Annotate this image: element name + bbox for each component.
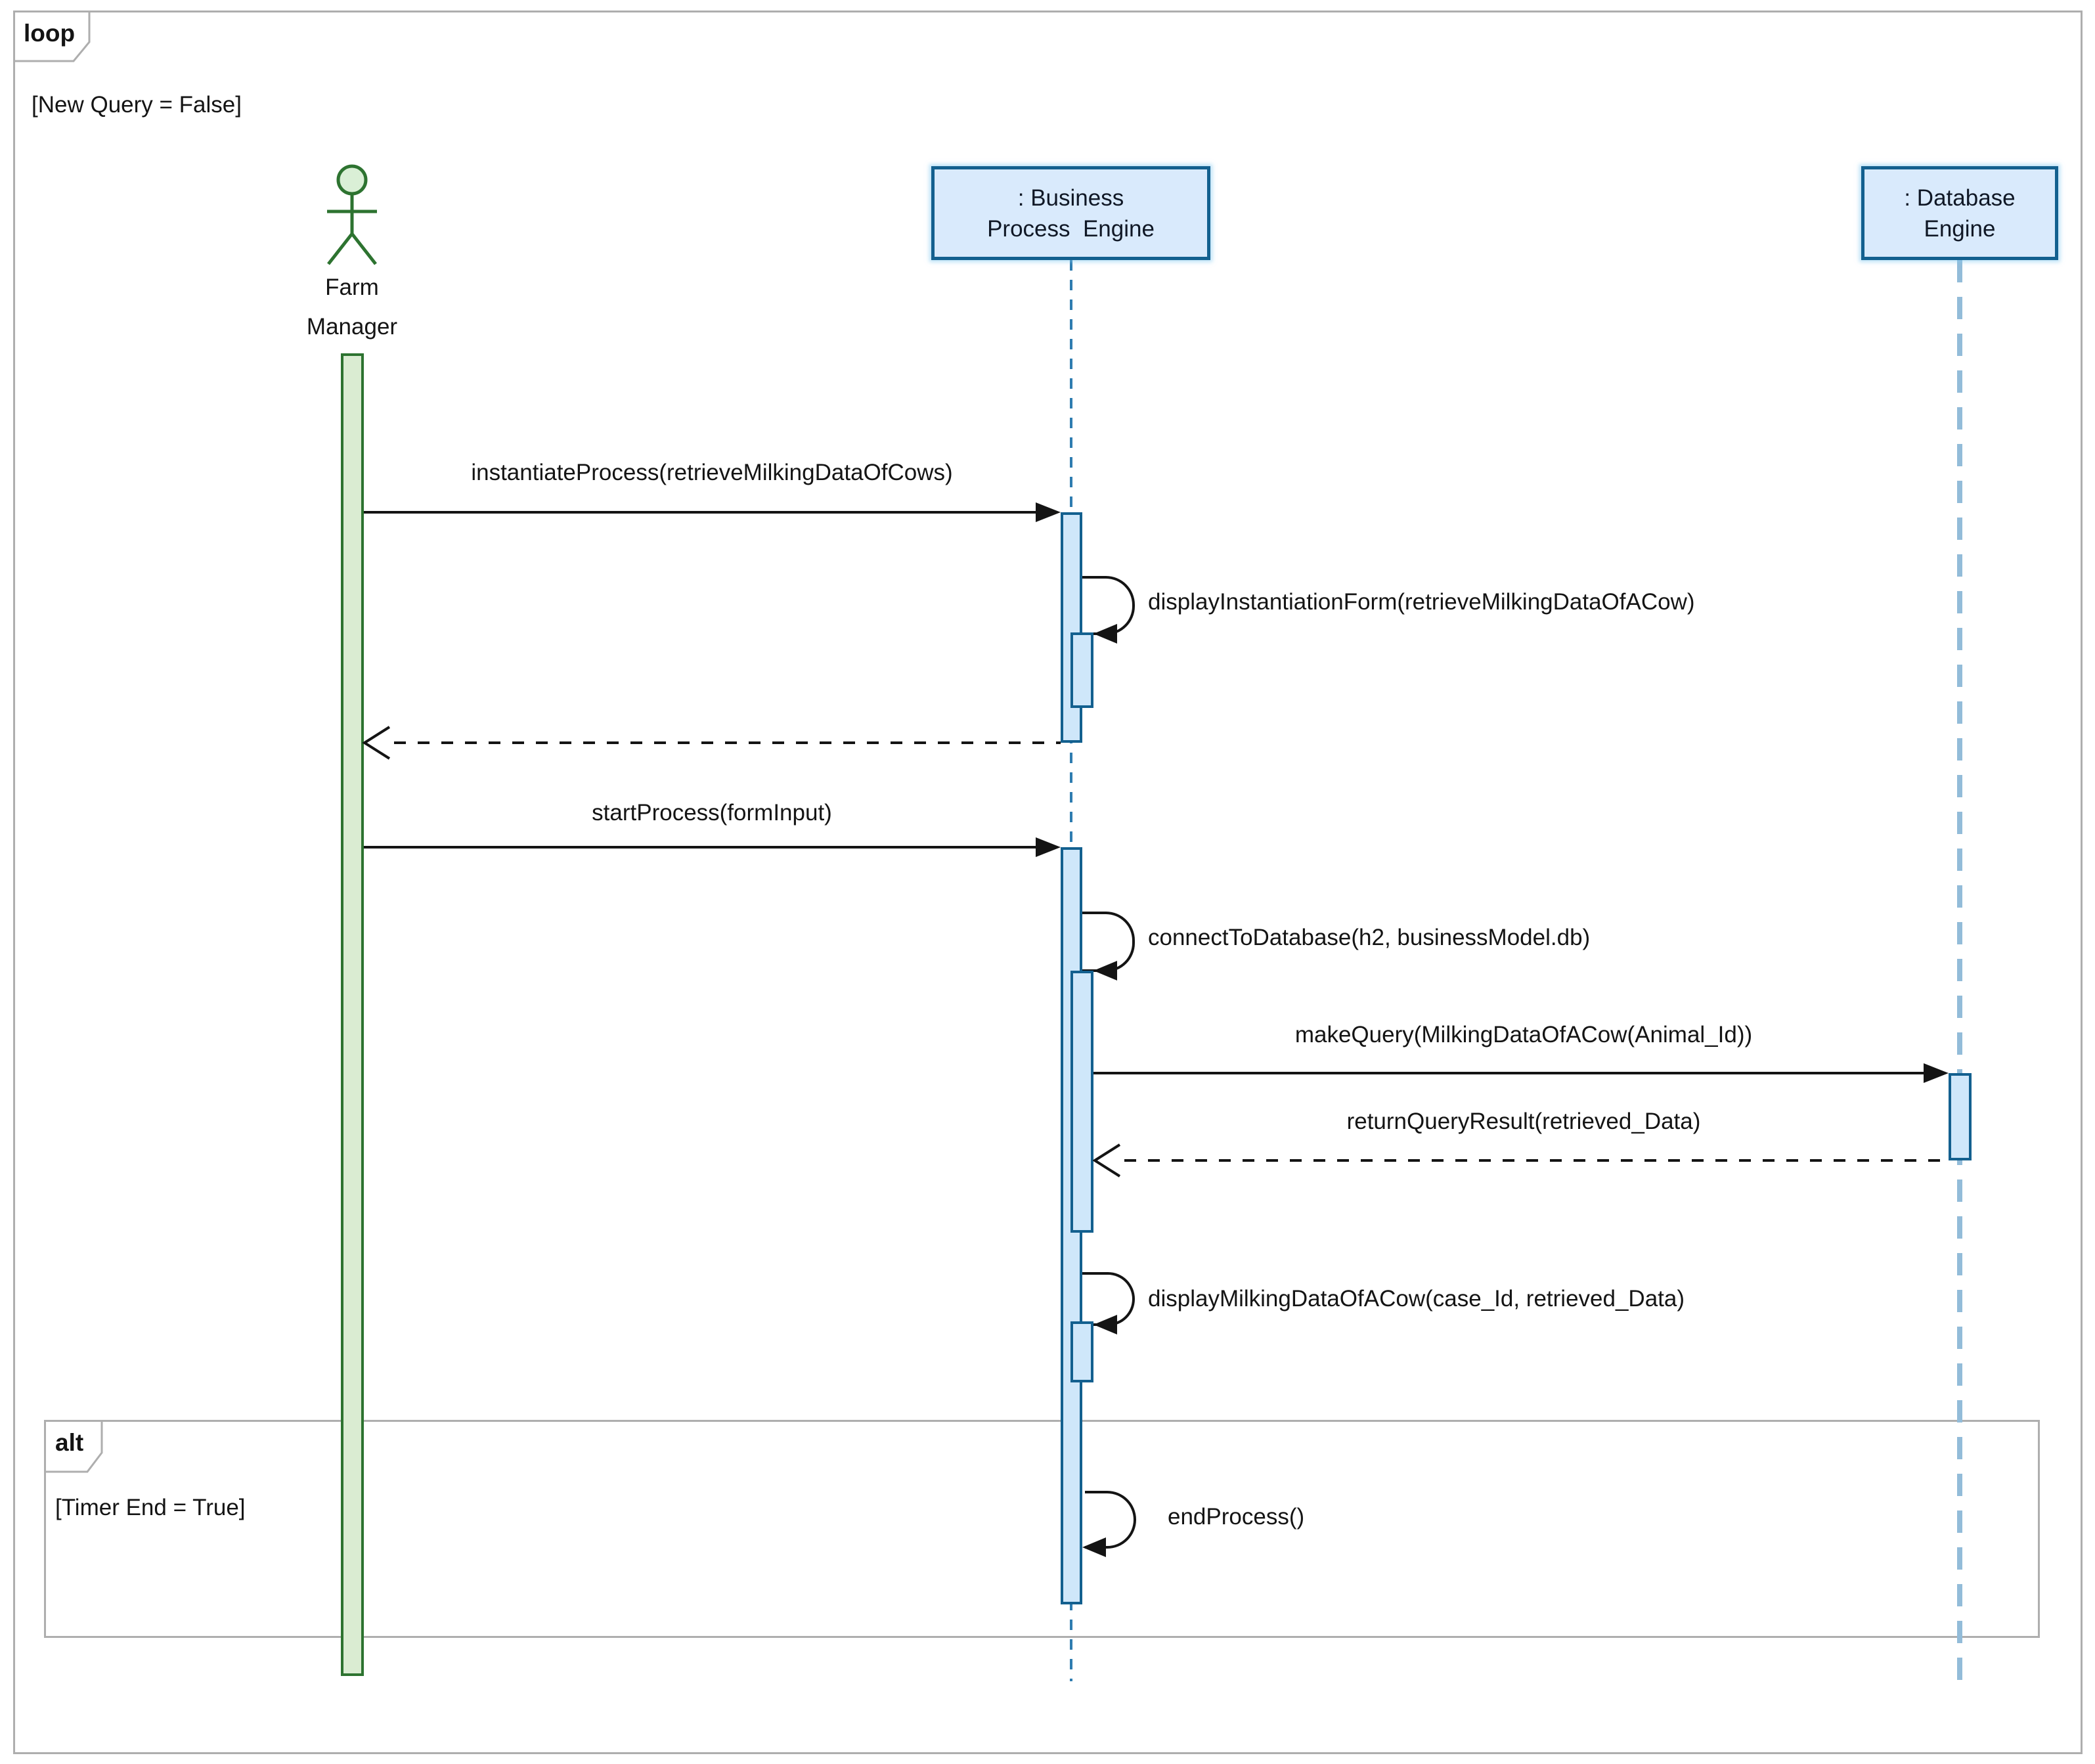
nested-activation-bar-bpe-3[interactable]	[1070, 1321, 1093, 1382]
message-return-query-result[interactable]	[1124, 1159, 1949, 1162]
arrowhead-self-1	[1093, 624, 1117, 644]
message-label-connect-to-database: connectToDatabase(h2, businessModel.db)	[1148, 925, 1591, 950]
message-label-display-milking-data: displayMilkingDataOfACow(case_Id, retrie…	[1148, 1286, 1685, 1312]
loop-guard: [New Query = False]	[32, 92, 242, 118]
alt-fragment-tab[interactable]	[44, 1420, 104, 1474]
message-instantiate-process[interactable]	[364, 511, 1039, 514]
lifeline-database-engine[interactable]	[1957, 260, 1962, 1681]
actor-icon-farm-manager[interactable]	[322, 160, 382, 268]
loop-fragment-label: loop	[24, 20, 76, 47]
arrowhead-self-4	[1082, 1537, 1106, 1557]
loop-fragment-tab[interactable]	[13, 11, 92, 63]
actor-label-line1: Farm	[325, 275, 379, 300]
header-line1: : Business	[1017, 185, 1124, 211]
arrowhead-instantiate-process	[1036, 502, 1061, 522]
arrowhead-make-query	[1924, 1063, 1949, 1083]
message-label-return-query-result: returnQueryResult(retrieved_Data)	[1346, 1109, 1701, 1134]
lifeline-header-database-engine[interactable]: : Database Engine	[1861, 166, 2058, 260]
header-line1: : Database	[1904, 185, 2016, 211]
message-make-query[interactable]	[1093, 1072, 1925, 1074]
arrowhead-start-process	[1036, 837, 1061, 857]
activation-bar-farm-manager[interactable]	[341, 353, 364, 1676]
lifeline-header-business-process-engine[interactable]: : Business Process Engine	[931, 166, 1210, 260]
message-label-instantiate-process: instantiateProcess(retrieveMilkingDataOf…	[471, 460, 953, 485]
nested-activation-bar-bpe-2[interactable]	[1070, 971, 1093, 1233]
actor-label-line2: Manager	[306, 314, 398, 340]
message-label-display-instantiation-form: displayInstantiationForm(retrieveMilking…	[1148, 589, 1695, 615]
open-arrowhead-return-1	[362, 726, 391, 760]
message-return-to-farm-manager[interactable]	[394, 741, 1061, 744]
header-line2: Engine	[1924, 215, 1996, 242]
activation-bar-database[interactable]	[1949, 1073, 1972, 1160]
actor-label-farm-manager: Farm Manager	[254, 268, 451, 347]
arrowhead-self-3	[1093, 1315, 1117, 1334]
arrowhead-self-2	[1093, 961, 1117, 981]
alt-guard: [Timer End = True]	[55, 1495, 246, 1520]
message-label-end-process: endProcess()	[1168, 1504, 1305, 1530]
nested-activation-bar-bpe-1[interactable]	[1070, 632, 1093, 708]
header-line2: Process Engine	[987, 215, 1155, 242]
alt-fragment-label: alt	[55, 1429, 84, 1456]
message-label-start-process: startProcess(formInput)	[592, 800, 832, 826]
alt-fragment-frame[interactable]	[44, 1420, 2040, 1638]
message-label-make-query: makeQuery(MilkingDataOfACow(Animal_Id))	[1294, 1022, 1753, 1047]
message-start-process[interactable]	[364, 846, 1039, 849]
open-arrowhead-return-2	[1092, 1143, 1121, 1178]
self-message-arc-end-process[interactable]	[1085, 1491, 1136, 1549]
activation-bar-bpe-1[interactable]	[1061, 512, 1082, 743]
loop-fragment-frame[interactable]	[13, 11, 2083, 1754]
